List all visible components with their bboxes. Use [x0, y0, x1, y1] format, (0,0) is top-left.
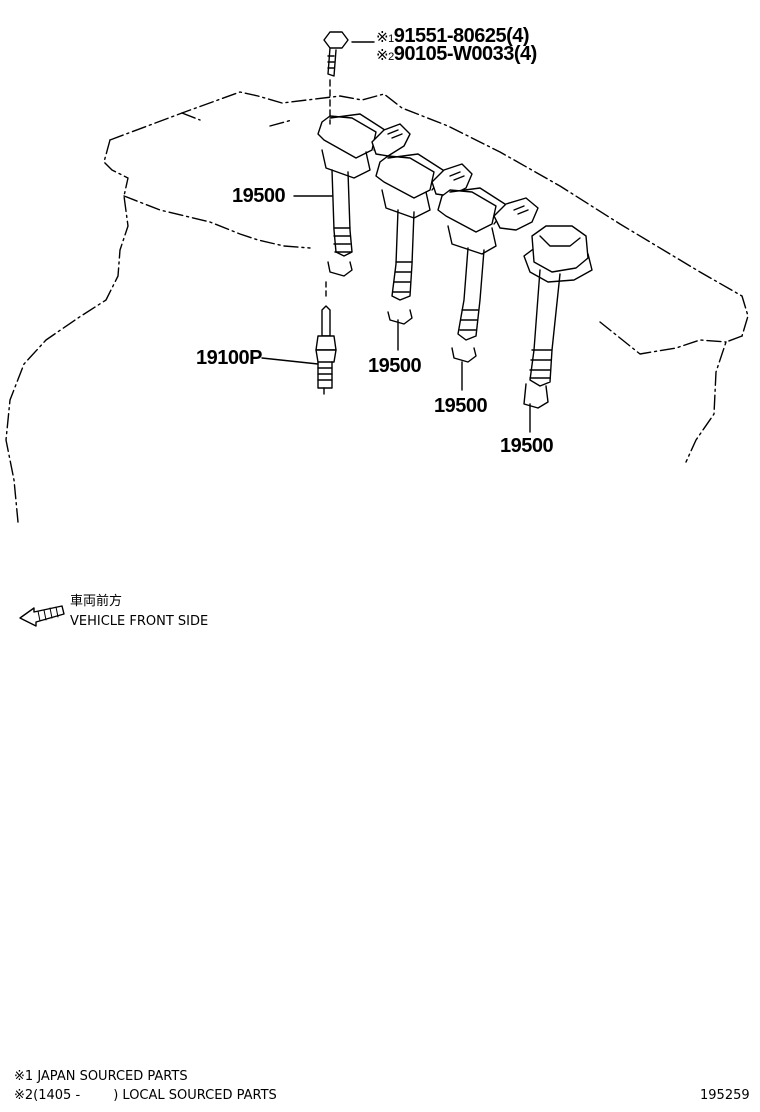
part-number-2: ※290105-W0033(4) — [376, 43, 537, 65]
footnote-1: ※1 JAPAN SOURCED PARTS — [14, 1069, 188, 1084]
callout-coil-4: 19500 — [500, 435, 554, 457]
front-arrow-icon — [19, 605, 65, 627]
ignition-coil-3 — [437, 187, 539, 363]
direction-label-japanese: 車両前方 — [70, 594, 123, 609]
ignition-coil-4 — [523, 225, 593, 409]
bolt-drawing — [323, 31, 349, 125]
callout-coil-3: 19500 — [434, 395, 488, 417]
spark-plug-drawing — [315, 281, 337, 395]
callout-coil-1: 19500 — [232, 185, 286, 207]
footnote-2: ※2(1405 - ) LOCAL SOURCED PARTS — [14, 1088, 277, 1103]
ignition-coil-1 — [317, 113, 411, 277]
engine-head-outline — [5, 91, 749, 523]
leader-lines — [261, 41, 531, 433]
direction-label-english: VEHICLE FRONT SIDE — [70, 614, 209, 629]
ignition-coil-2 — [375, 153, 473, 325]
callout-spark-plug: 19100P — [196, 347, 262, 369]
callout-coil-2: 19500 — [368, 355, 422, 377]
part-number-1: ※191551-80625(4) — [376, 25, 530, 47]
illustration-id: 195259 — [700, 1088, 750, 1103]
